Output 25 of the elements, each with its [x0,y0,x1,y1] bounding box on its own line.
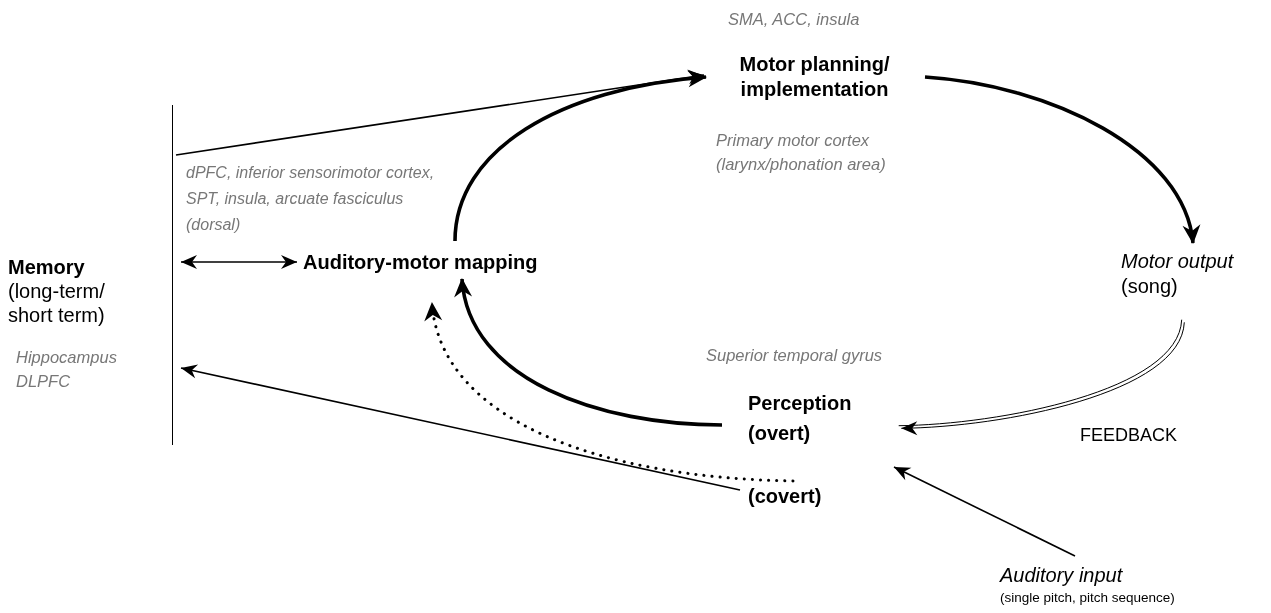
arrow [180,255,298,269]
arrow [180,364,741,491]
node-title: (covert) [748,484,823,509]
node-title: Motor output [1121,249,1235,274]
node-title: Perception (overt) [748,391,853,446]
region-note: dPFC, inferior sensorimotor cortex, SPT, insula, arcuate fasciculus (dorsal) [186,163,436,235]
arrow [453,69,707,242]
node-title: Auditory-motor mapping [303,250,539,275]
arrow [175,70,705,156]
double-line-arrow [898,319,1185,435]
region-note: SMA, ACC, insula [728,9,861,30]
node-title: Motor planning/ implementation [738,52,891,102]
region-note: Hippocampus DLPFC [15,347,118,392]
arrow [456,278,723,427]
arrow [893,466,1076,557]
node-title: Memory [8,255,86,279]
node-subtitle: (song) [1121,274,1179,299]
dotted-arrow [426,301,795,483]
node-subtitle: (long-term/ short term) [8,279,106,327]
node-title: Auditory input [1000,563,1124,588]
arrow [924,75,1199,244]
bracket-node [8,105,173,445]
region-note: Primary motor cortex (larynx/phonation area) [716,130,887,175]
region-note: Superior temporal gyrus [706,345,884,366]
node-subtitle: (single pitch, pitch sequence) [1000,589,1176,607]
